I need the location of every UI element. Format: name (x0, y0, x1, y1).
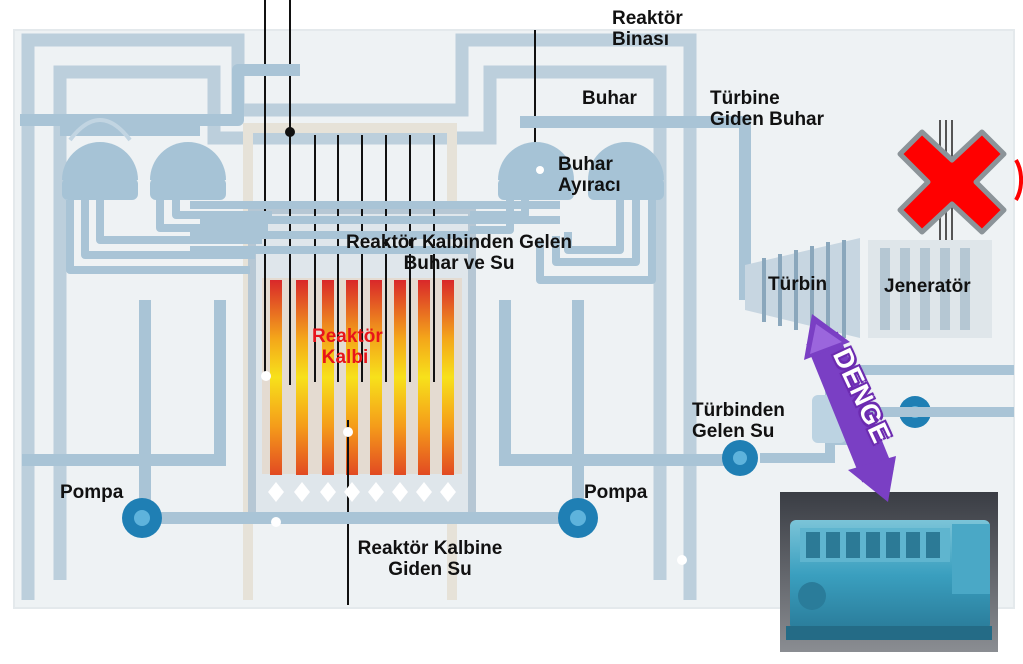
label-turbine: Türbin (768, 274, 828, 295)
fuel-rods (270, 280, 454, 475)
recirculation-pipes (66, 200, 656, 284)
balance-arrow (804, 314, 896, 502)
pump-right-icon (558, 498, 598, 538)
label-reactor-core: Reaktör Kalbi (312, 326, 383, 368)
label-generator: Jeneratör (884, 276, 971, 297)
label-pump-left: Pompa (60, 482, 124, 503)
label-steam-separator: Buhar Ayıracı (558, 154, 621, 196)
label-steam: Buhar (582, 88, 637, 109)
turbine-icon (745, 238, 860, 338)
generator-icon (868, 240, 992, 338)
core-inlet-flow (268, 482, 456, 502)
label-steam-to-turbine: Türbine Giden Buhar (710, 88, 825, 130)
containment-left (21, 33, 697, 600)
left-steam-drums (62, 118, 226, 200)
x-mark-icon (897, 129, 1007, 235)
label-from-core: Reaktör Kalbinden Gelen Buhar ve Su (346, 232, 572, 274)
steam-pipes (20, 64, 751, 300)
right-steam-drums (498, 142, 664, 200)
pump-left-icon (122, 498, 162, 538)
label-reactor-building: Reaktör Binası (612, 8, 683, 50)
label-water-from-turbine: Türbinden Gelen Su (692, 400, 785, 442)
label-pump-right: Pompa (584, 482, 648, 503)
diesel-engine-image (780, 492, 998, 652)
pump-feed-icon (722, 440, 758, 476)
label-water-to-core: Reaktör Kalbine Giden Su (357, 538, 503, 580)
